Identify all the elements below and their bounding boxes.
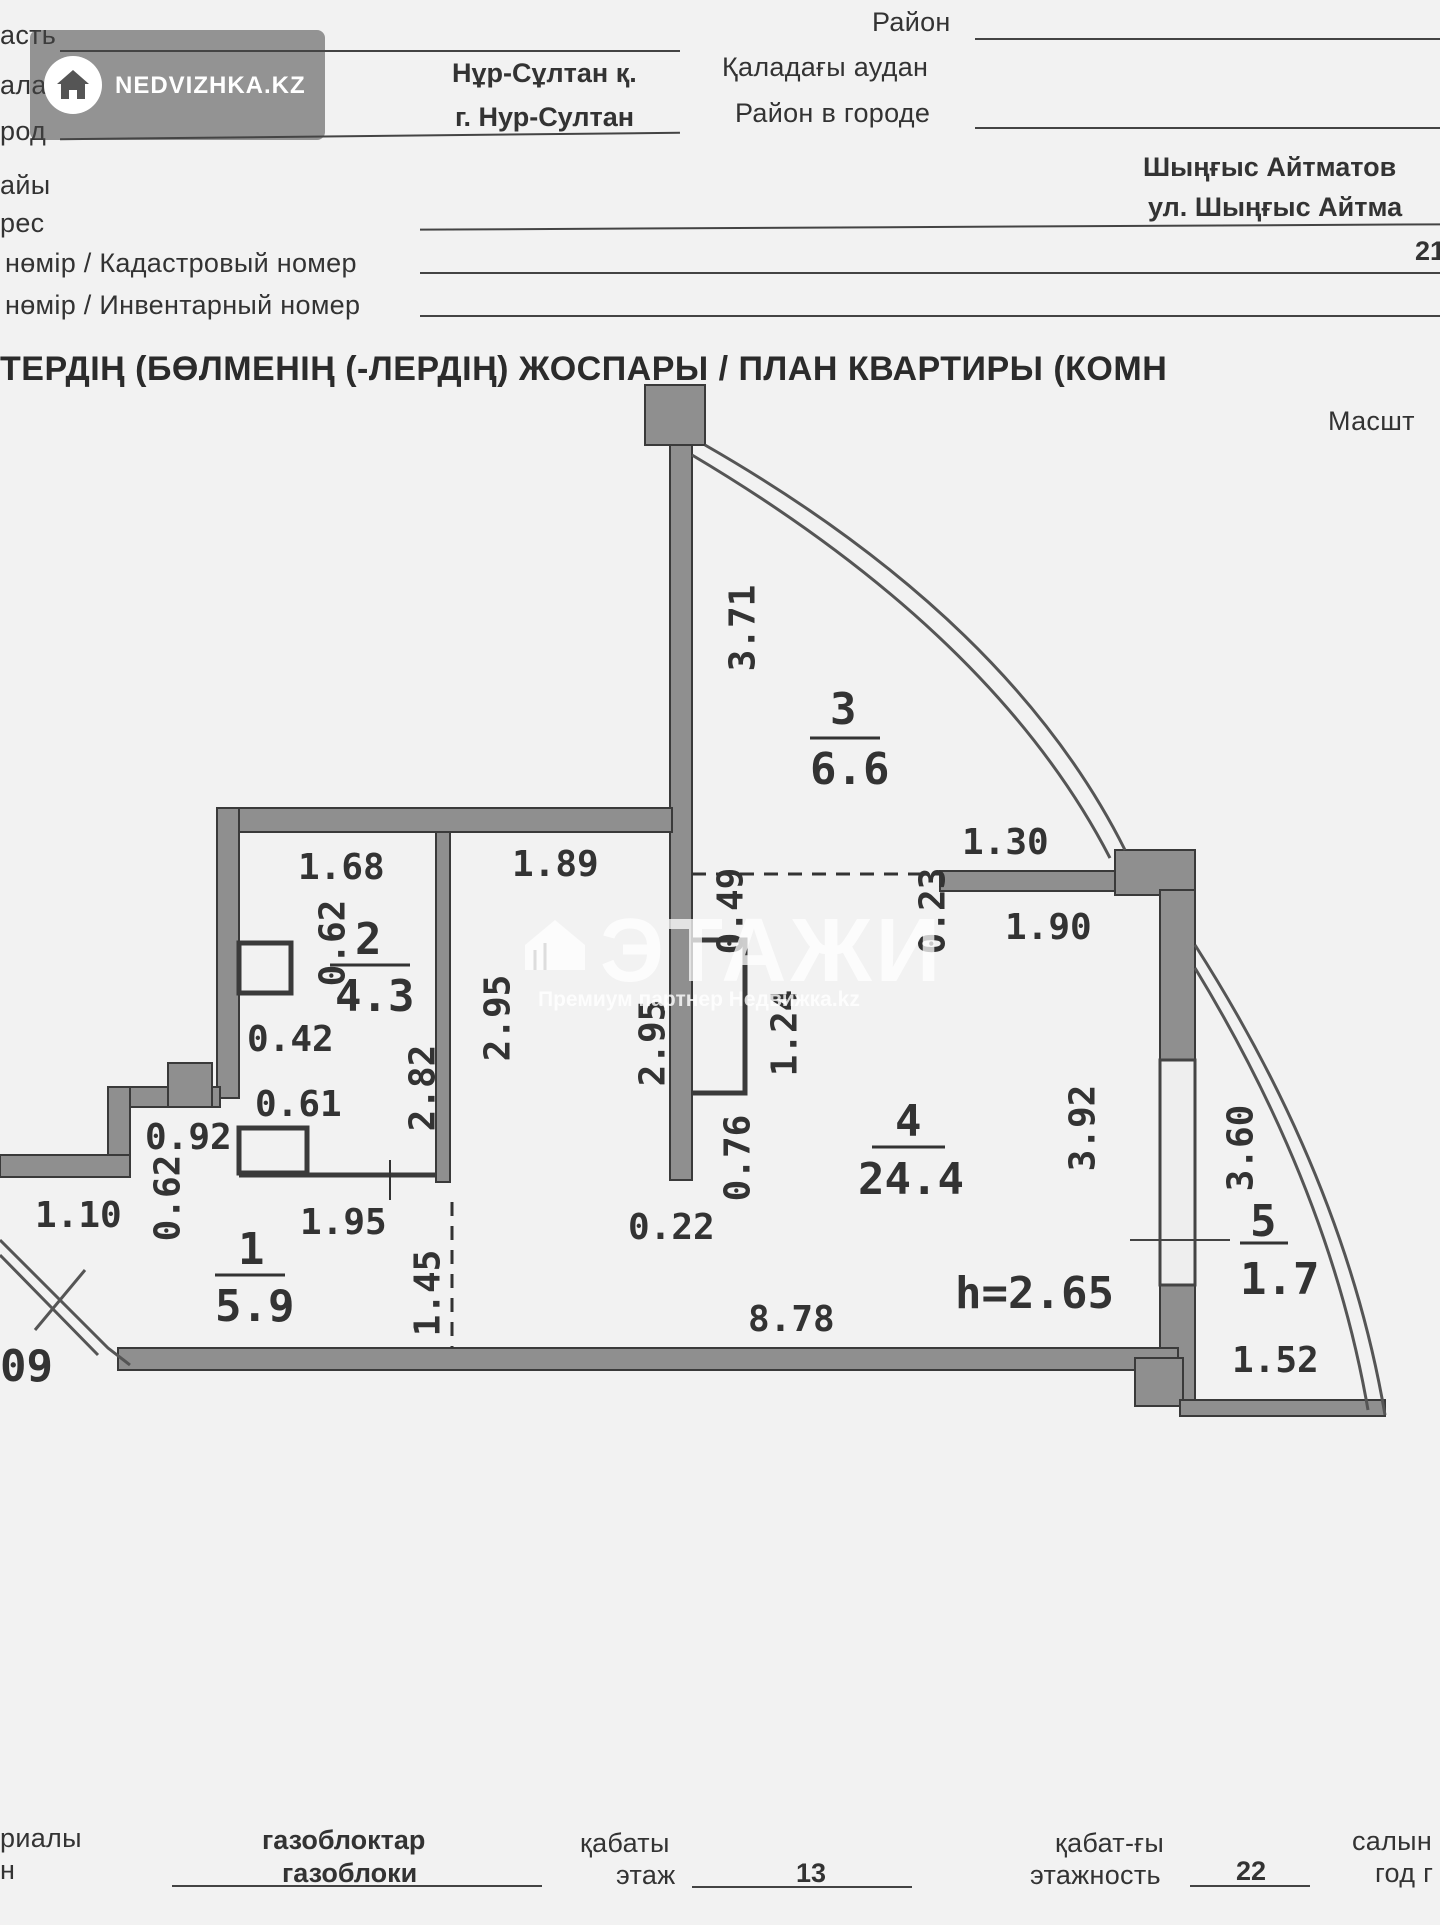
home-icon (44, 56, 102, 114)
floor-value: 13 (796, 1858, 827, 1888)
window-arc-outer (704, 443, 1127, 851)
etazhi-logo: ЭТАЖИ (600, 901, 945, 1001)
district-label: Район (872, 7, 951, 37)
dim-3-60: 3.60 (1220, 1104, 1262, 1192)
balcony-bottom (1179, 1399, 1386, 1417)
cadastral-value: 21 (1415, 236, 1440, 266)
dim-0-62b: 0.62 (147, 1154, 189, 1242)
address-label-ru: рес (0, 208, 45, 238)
bath-niche-1 (236, 940, 294, 996)
brand-name: NEDVIZHKA.KZ (115, 72, 306, 99)
ceiling-height: h=2.65 (955, 1268, 1114, 1319)
room-2-area: 4.3 (335, 971, 415, 1022)
dim-1-10: 1.10 (35, 1195, 122, 1236)
floor-label-kz: қабаты (580, 1828, 670, 1858)
cadastral-line (420, 272, 1440, 274)
dim-8-78: 8.78 (748, 1299, 835, 1340)
city-district-line (975, 127, 1440, 129)
inventory-line (420, 315, 1440, 317)
etazhi-logo-icon (525, 920, 585, 970)
room-1-area: 5.9 (215, 1281, 295, 1332)
materials-value-ru: газоблоки (282, 1858, 418, 1888)
district-line (975, 38, 1440, 40)
room-3-area: 6.6 (810, 744, 890, 795)
cadastral-label: нөмір / Кадастровый номер (5, 248, 357, 278)
dim-0-42: 0.42 (247, 1019, 334, 1060)
balcony-arc-outer (1193, 944, 1387, 1416)
plan-title: ТЕРДІҢ (БӨЛМЕНІҢ (-ЛЕРДІҢ) ЖОСПАРЫ / ПЛА… (0, 350, 1168, 388)
room-4-number: 4 (895, 1096, 922, 1147)
dim-1-52: 1.52 (1232, 1340, 1319, 1381)
materials-value-kz: газоблоктар (262, 1825, 426, 1855)
floor-line (692, 1886, 912, 1888)
dim-0-92: 0.92 (145, 1117, 232, 1158)
floors-label-kz: қабат-ғы (1055, 1828, 1165, 1858)
wall-right-upper (939, 870, 1116, 892)
column-entry (167, 1062, 213, 1108)
dim-3-71: 3.71 (722, 584, 764, 672)
dim-1-90: 1.90 (1005, 907, 1092, 948)
dim-1-95: 1.95 (300, 1202, 387, 1243)
dim-1-89: 1.89 (512, 844, 599, 885)
wall-bath-left (216, 807, 240, 1099)
column-top (644, 384, 706, 446)
partner-text: Премиум партнер Недвижка.kz (538, 988, 860, 1011)
dim-2-95a: 2.95 (477, 974, 519, 1062)
room-3-number: 3 (830, 684, 857, 735)
dim-2-82: 2.82 (402, 1044, 444, 1132)
address-value-kz: Шыңғыс Айтматов (1143, 152, 1397, 182)
city-district-label-kz: Қаладағы аудан (722, 52, 929, 82)
window-right (1158, 1058, 1197, 1287)
dim-0-62a: 0.62 (312, 899, 354, 987)
address-label-kz: айы (0, 170, 51, 200)
floors-line (1190, 1885, 1310, 1887)
wall-top-left (216, 807, 673, 833)
bath-niche-2 (236, 1125, 310, 1176)
scale-label: Масшт (1328, 406, 1415, 436)
address-value-ru: ул. Шыңғыс Айтма (1148, 192, 1403, 222)
floor-label-ru: этаж (616, 1860, 676, 1890)
room-1-number: 1 (238, 1224, 265, 1275)
entry-diagonal (0, 1238, 131, 1367)
city-value-kz: Нұр-Сұлтан қ. (452, 58, 637, 88)
dim-1-30: 1.30 (962, 822, 1049, 863)
dim-2-95b: 2.95 (632, 999, 674, 1087)
nedvizhka-badge[interactable]: NEDVIZHKA.KZ (30, 30, 325, 140)
balcony-arc-inner (1193, 967, 1370, 1411)
oblast-line (60, 50, 680, 52)
closet-niche (692, 937, 748, 1096)
room-4-area: 24.4 (858, 1154, 964, 1205)
column-bottom-right (1134, 1357, 1184, 1407)
floors-label-ru: этажность (1030, 1860, 1161, 1890)
window-arc-inner (691, 453, 1112, 859)
floors-value: 22 (1236, 1856, 1267, 1886)
materials-label-ru: н (0, 1855, 16, 1885)
column-right (1114, 849, 1196, 896)
inventory-label: нөмір / Инвентарный номер (5, 290, 361, 320)
city-district-label-ru: Район в городе (735, 98, 931, 128)
materials-label-kz: риалы (0, 1823, 82, 1853)
dim-0-61: 0.61 (255, 1084, 342, 1125)
wall-left-stub (0, 1154, 131, 1178)
dim-0-22: 0.22 (628, 1207, 715, 1248)
year-label-kz: салын (1352, 1826, 1433, 1856)
room-2-number: 2 (355, 914, 382, 965)
wall-bath-right (435, 831, 451, 1183)
wall-bottom (117, 1347, 1179, 1371)
city-value-ru: г. Нур-Султан (455, 102, 635, 132)
edge-number: 09 (0, 1341, 53, 1392)
materials-line (172, 1885, 542, 1887)
dim-0-76: 0.76 (717, 1114, 759, 1202)
dim-3-92: 3.92 (1062, 1084, 1104, 1172)
room-5-number: 5 (1250, 1196, 1277, 1247)
dim-1-68: 1.68 (298, 847, 385, 888)
room-5-area: 1.7 (1240, 1254, 1320, 1305)
dim-1-45: 1.45 (407, 1249, 449, 1337)
year-label-ru: год г (1375, 1858, 1434, 1888)
